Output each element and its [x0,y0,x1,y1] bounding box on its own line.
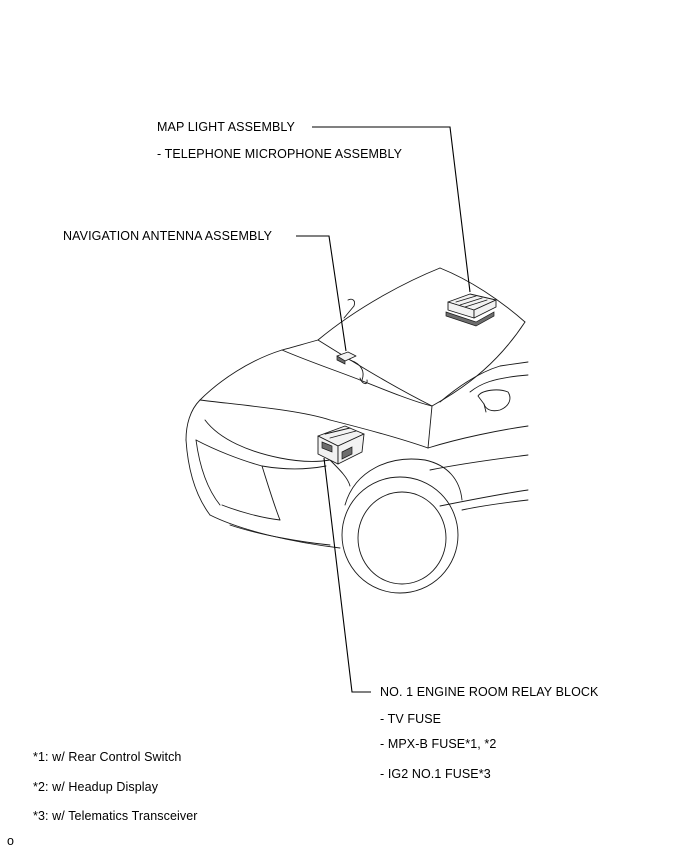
corner-mark: o [7,834,15,848]
note-3: *3: w/ Telematics Transceiver [33,809,198,823]
tv-fuse-label: - TV FUSE [380,712,442,726]
relay-block-leader [323,457,371,693]
map-light-leader [312,126,471,293]
relay-block-label: NO. 1 ENGINE ROOM RELAY BLOCK [380,685,599,699]
navigation-antenna-icon [336,351,368,385]
nav-antenna-label: NAVIGATION ANTENNA ASSEMBLY [63,229,273,243]
car-outline [185,267,529,594]
note-1: *1: w/ Rear Control Switch [33,750,182,764]
leader-lines [296,126,471,693]
note-2: *2: w/ Headup Display [33,780,159,794]
ig2-fuse-label: - IG2 NO.1 FUSE*3 [380,767,491,781]
relay-block-icon [317,425,365,465]
map-light-label: MAP LIGHT ASSEMBLY [157,120,295,134]
telephone-mic-label: - TELEPHONE MICROPHONE ASSEMBLY [157,147,403,161]
nav-antenna-leader [296,235,347,352]
map-light-assembly-icon [445,293,497,327]
mpx-fuse-label: - MPX-B FUSE*1, *2 [380,737,497,751]
